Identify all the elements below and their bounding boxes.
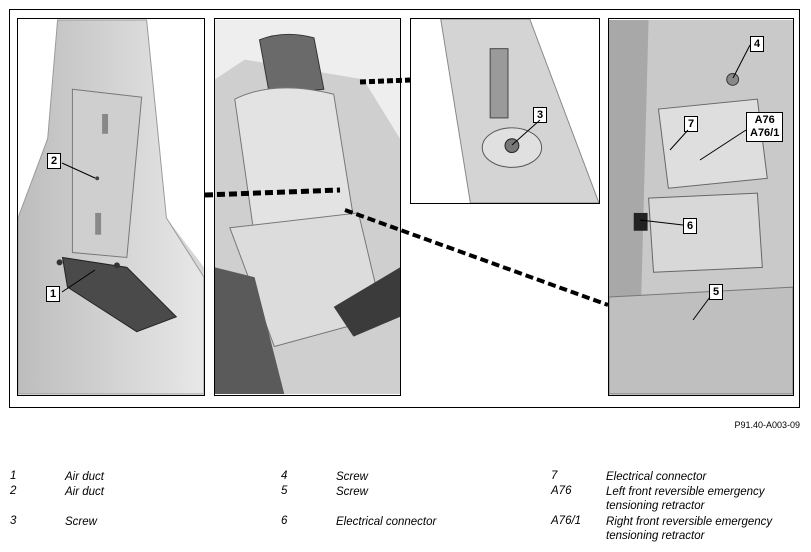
- panel-retractor: [608, 18, 794, 396]
- panel-pillar-screw: [410, 18, 600, 204]
- callout-a76-1: A76/1: [750, 127, 780, 139]
- callout-4: 4: [750, 36, 765, 52]
- pillar-drawing: [411, 19, 599, 203]
- illustration-frame: [9, 9, 800, 408]
- callout-3: 3: [533, 107, 548, 123]
- callout-a76-a76-1: A76 A76/1: [746, 112, 784, 142]
- callout-1: 1: [46, 286, 61, 302]
- panel-air-duct: [17, 18, 205, 396]
- panel-seat: [214, 18, 401, 396]
- callout-2: 2: [47, 153, 62, 169]
- seat-drawing: [215, 20, 400, 394]
- air-duct-drawing: [18, 19, 204, 395]
- figure-reference: P91.40-A003-09: [734, 420, 800, 430]
- callout-7: 7: [684, 116, 699, 132]
- callout-5: 5: [709, 284, 724, 300]
- retractor-drawing: [609, 20, 793, 395]
- callout-6: 6: [683, 218, 698, 234]
- callout-a76: A76: [754, 114, 775, 126]
